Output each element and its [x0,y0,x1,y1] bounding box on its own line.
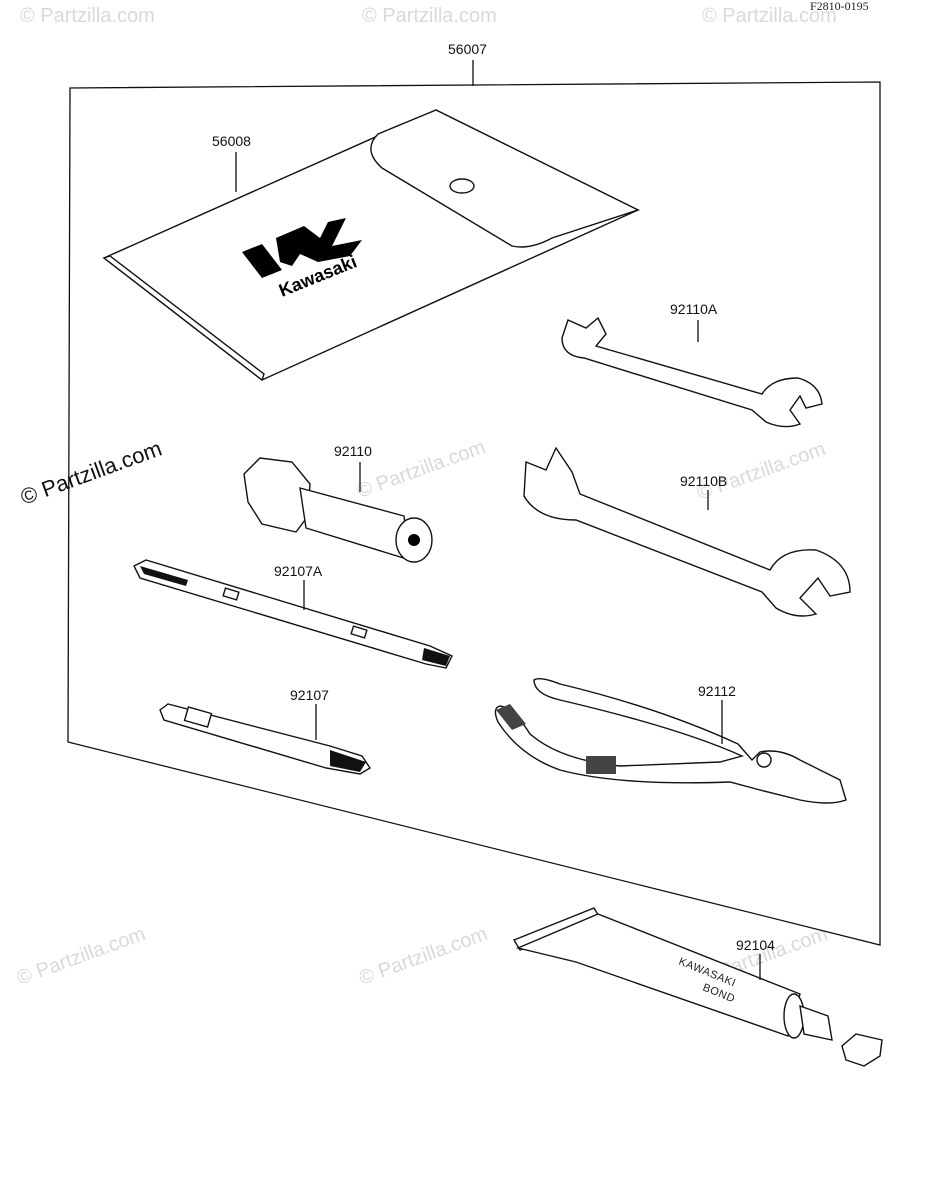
watermark: © Partzilla.com [356,923,490,990]
part-label-92107[interactable]: 92107 [290,687,329,703]
wrench-92110a[interactable] [561,316,823,428]
watermark: © Partzilla.com [14,923,148,990]
watermark: © Partzilla.com [20,5,155,27]
box-spanner-92110[interactable] [243,457,433,563]
watermark: © Partzilla.com [362,5,497,27]
drawing-code: F2810-0195 [810,0,869,13]
screwdriver-shaft-92107a[interactable] [133,559,453,669]
part-label-92110[interactable]: 92110 [334,443,372,459]
part-label-56007[interactable]: 56007 [448,41,487,57]
part-label-92104[interactable]: 92104 [736,937,775,953]
part-label-92112[interactable]: 92112 [698,683,736,699]
part-label-56008[interactable]: 56008 [212,133,251,149]
part-label-92107a[interactable]: 92107A [274,563,323,579]
wrench-92110b[interactable] [523,446,851,617]
watermark: © Partzilla.com [702,5,837,27]
part-label-92110a[interactable]: 92110A [670,301,718,317]
kit-frame [67,81,881,946]
tool-pouch[interactable]: Kawasaki [102,109,640,382]
bond-tube-92104[interactable]: KAWASAKI BOND [512,907,883,1067]
pliers-92112[interactable] [494,677,847,804]
screwdriver-92107[interactable] [159,703,371,775]
watermark: © Partzilla.com [354,436,488,503]
part-label-92110b[interactable]: 92110B [680,473,727,489]
watermark-main: © Partzilla.com [17,436,165,510]
watermark: © Partzilla.com [694,438,828,505]
